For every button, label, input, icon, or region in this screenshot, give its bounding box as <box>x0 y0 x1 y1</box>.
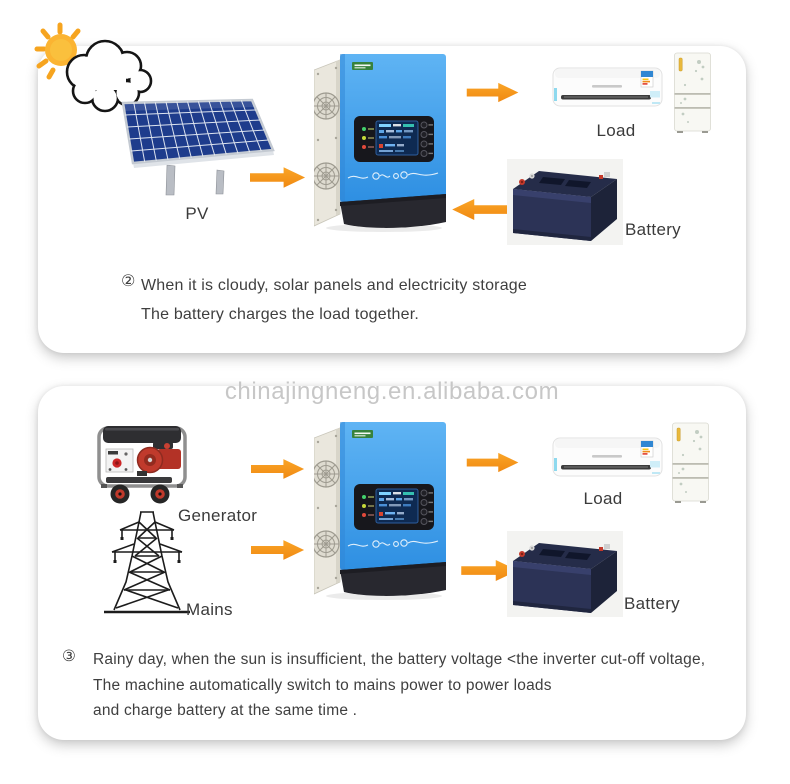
arrow-mains-to-inverter-icon <box>251 539 305 561</box>
load-label: Load <box>596 121 636 140</box>
inverter-icon <box>314 54 446 232</box>
generator-icon <box>93 424 193 510</box>
arrow-inverter-to-load-icon <box>466 82 520 103</box>
battery-icon <box>507 159 623 245</box>
scene2-caption-line2: The machine automatically switch to main… <box>93 676 552 694</box>
battery-label: Battery <box>624 594 680 613</box>
arrow-generator-to-inverter-icon <box>251 458 305 480</box>
inverter-icon <box>314 422 446 600</box>
scene1-caption-line1: When it is cloudy, solar panels and elec… <box>141 277 527 294</box>
battery-icon <box>507 531 623 617</box>
arrow-battery-to-inverter-icon <box>451 198 509 221</box>
air-conditioner-icon <box>552 66 664 112</box>
scene2-caption-line3: and charge battery at the same time . <box>93 702 358 719</box>
scene1-caption: ② When it is cloudy, solar panels and el… <box>121 271 527 329</box>
refrigerator-icon <box>673 52 713 134</box>
refrigerator-icon <box>671 422 711 504</box>
scene2-caption-number: ③ <box>62 648 77 665</box>
arrow-inverter-to-load-icon <box>466 452 520 473</box>
arrow-pv-to-inverter-icon <box>250 166 306 189</box>
generator-label: Generator <box>178 506 258 525</box>
air-conditioner-icon <box>552 436 664 482</box>
scene1-caption-line2: The battery charges the load together. <box>141 306 419 323</box>
mains-label: Mains <box>186 600 233 619</box>
scene2-caption: ③ Rainy day, when the sun is insufficien… <box>62 647 705 724</box>
watermark-text: chinajingneng.en.alibaba.com <box>224 378 560 405</box>
battery-label: Battery <box>625 220 681 239</box>
pv-label: PV <box>185 204 209 223</box>
scene2-caption-line1: Rainy day, when the sun is insufficient,… <box>93 651 706 668</box>
load-label: Load <box>583 489 623 508</box>
scene1-caption-number: ② <box>121 273 136 290</box>
